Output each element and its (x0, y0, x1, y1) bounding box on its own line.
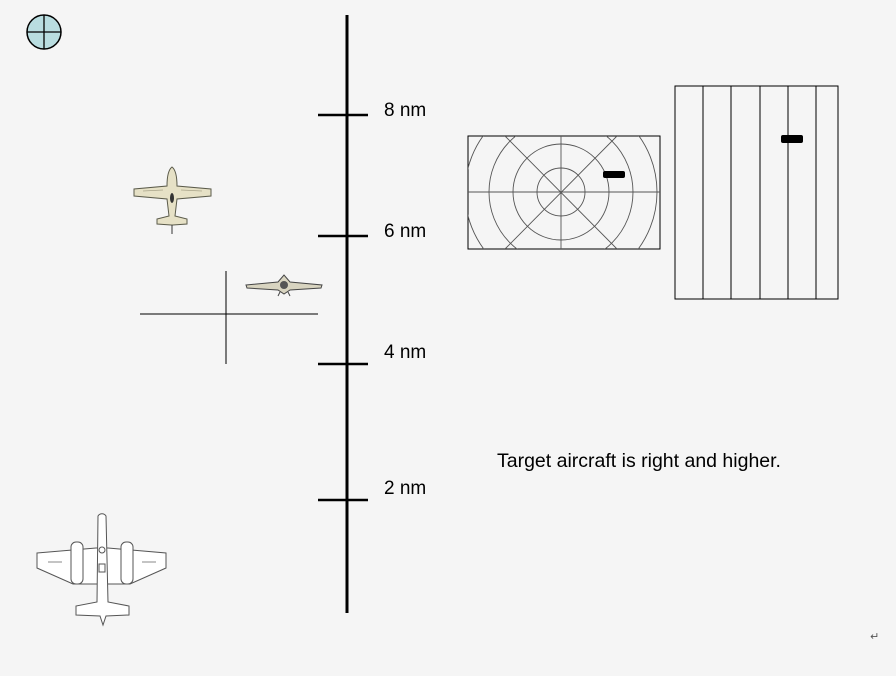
range-label-4nm: 4 nm (384, 342, 427, 363)
range-label-2nm: 2 nm (384, 478, 427, 499)
radar-scope (467, 135, 661, 250)
fighter-aircraft-icon (133, 166, 212, 234)
elevation-blip (781, 135, 803, 143)
paragraph-mark: ↵ (870, 630, 880, 643)
radar-blip (603, 171, 625, 178)
range-label-6nm: 6 nm (384, 221, 427, 242)
range-label-8nm: 8 nm (384, 100, 427, 121)
range-scale (318, 15, 368, 613)
bomber-aircraft-icon (36, 513, 167, 627)
crosshair-circle-icon (26, 14, 62, 50)
target-aircraft-icon (245, 274, 323, 297)
caption-text: Target aircraft is right and higher. (497, 450, 781, 472)
sight-crosshair (140, 271, 318, 364)
elevation-scope (674, 85, 839, 300)
